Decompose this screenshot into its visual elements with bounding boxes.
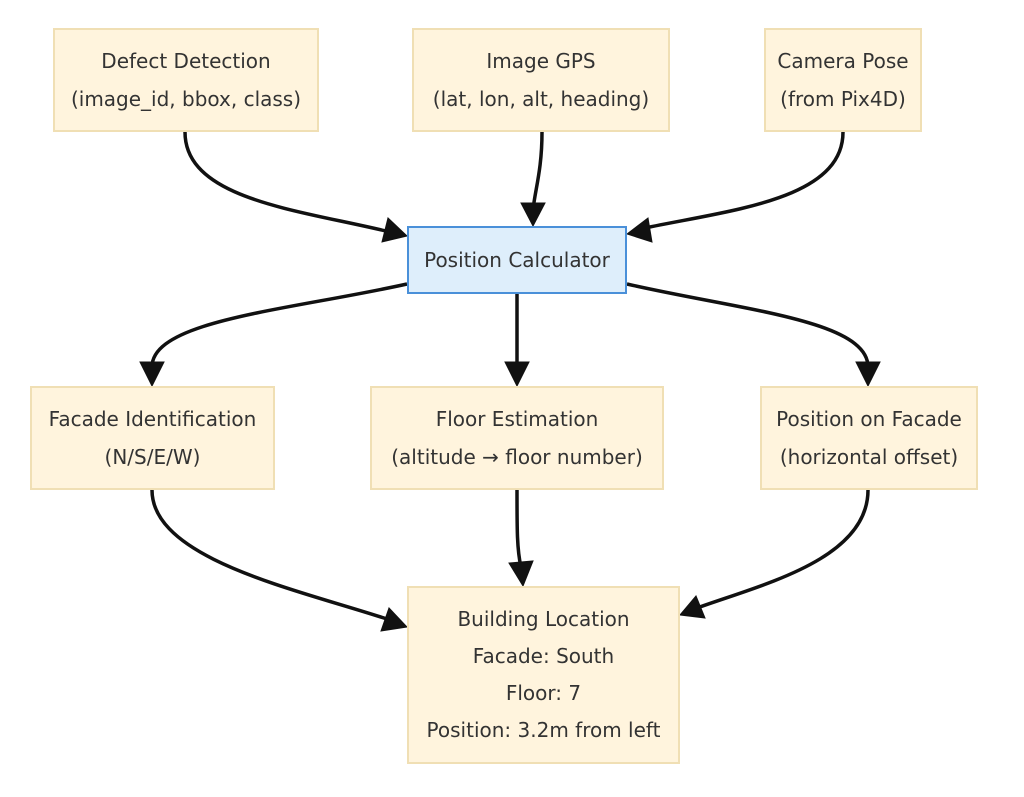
node-subtitle: (horizontal offset) [779,445,959,469]
edge-defect-detection-to-position-calculator [183,131,391,234]
node-position-on-facade: Position on Facade (horizontal offset) [760,386,978,490]
arrowhead-building-from-facade [380,607,409,632]
edge-facade-identification-to-building-location [150,489,391,622]
node-title: Position on Facade [776,407,962,431]
edge-image-gps-to-position-calculator [531,131,544,211]
arrowhead-building-from-floor [508,560,534,588]
node-title: Building Location [457,607,630,631]
node-building-location: Building Location Facade: South Floor: 7… [407,586,680,764]
node-floor-estimation: Floor Estimation (altitude → floor numbe… [370,386,664,490]
node-position-line: Position: 3.2m from left [426,718,661,742]
node-title: Position Calculator [424,248,610,272]
node-facade-line: Facade: South [472,644,615,668]
arrowhead-image-gps [520,202,546,228]
node-title: Floor Estimation [435,407,599,431]
node-subtitle: (lat, lon, alt, heading) [432,87,650,111]
arrowhead-facade-identification [139,361,165,388]
node-facade-identification: Facade Identification (N/S/E/W) [30,386,275,490]
node-camera-pose: Camera Pose (from Pix4D) [764,28,922,132]
arrowhead-camera-pose [625,217,653,243]
node-floor-line: Floor: 7 [505,681,582,705]
node-title: Defect Detection [101,49,271,73]
edge-position-on-facade-to-building-location [696,489,870,610]
edge-camera-pose-to-position-calculator [644,131,845,230]
node-image-gps: Image GPS (lat, lon, alt, heading) [412,28,670,132]
node-subtitle: (image_id, bbox, class) [70,87,302,111]
node-subtitle: (from Pix4D) [780,87,906,111]
edge-position-calculator-to-facade-identification [150,282,408,368]
node-subtitle: (N/S/E/W) [104,445,201,469]
node-title: Facade Identification [48,407,257,431]
arrowhead-building-from-position [679,595,706,619]
arrowhead-defect-detection [381,217,409,243]
node-position-calculator: Position Calculator [407,226,627,294]
arrowhead-floor-estimation [504,361,530,388]
node-title: Camera Pose [777,49,909,73]
node-title: Image GPS [486,49,596,73]
node-subtitle: (altitude → floor number) [391,445,643,469]
arrowhead-position-on-facade [855,361,881,388]
edge-floor-estimation-to-building-location [515,489,523,568]
node-defect-detection: Defect Detection (image_id, bbox, class) [53,28,319,132]
edge-position-calculator-to-position-on-facade [626,282,870,368]
